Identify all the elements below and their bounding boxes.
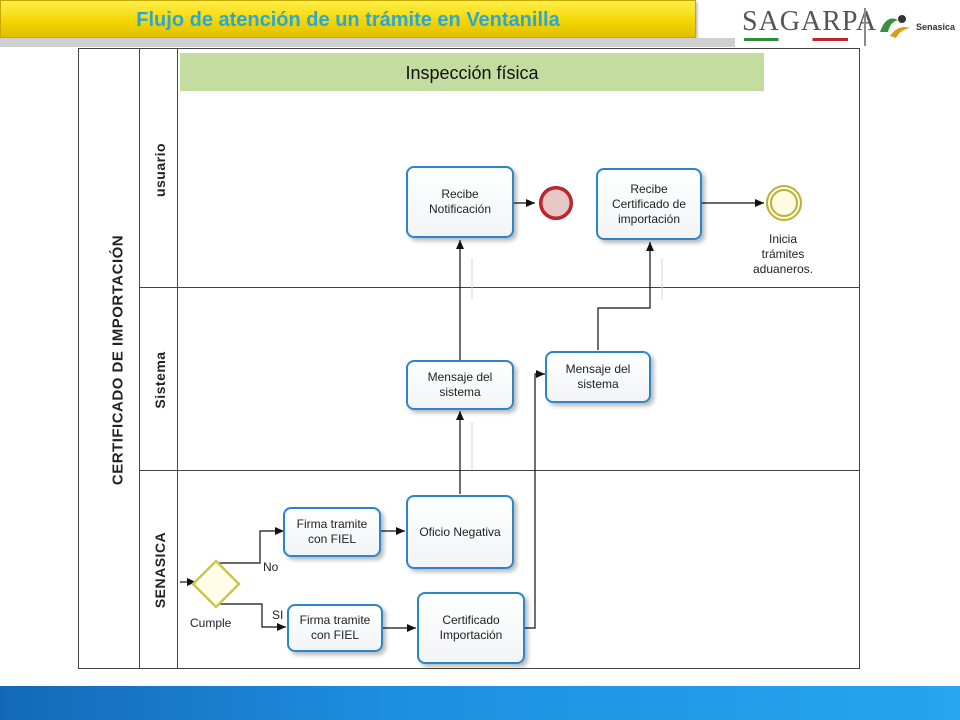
sagarpa-logo: SAGARPA — [742, 6, 878, 37]
logo-separator — [864, 8, 866, 46]
slide-title: Flujo de atención de un trámite en Venta… — [0, 0, 696, 38]
task-mensaje-sistema-1: Mensaje del sistema — [406, 360, 514, 410]
flow-label-si: SI — [272, 608, 284, 622]
task-firma-fiel-si: Firma tramite con FIEL — [287, 604, 383, 652]
flow-label-no: No — [263, 560, 279, 574]
flow-si — [217, 603, 286, 631]
gateway-diamond — [191, 559, 241, 609]
end-event-icon — [539, 186, 573, 220]
section-banner: Inspección física — [180, 53, 764, 91]
flow-no — [217, 527, 284, 564]
title-underline — [0, 38, 735, 47]
gateway-label: Cumple — [190, 616, 232, 630]
lane-divider-1 — [140, 287, 860, 288]
sagarpa-logo-stripe — [744, 38, 848, 41]
task-recibe-notificacion: Recibe Notificación — [406, 166, 514, 238]
end-event-label: Inicia trámites aduaneros. — [752, 232, 814, 276]
footer-bar — [0, 686, 960, 720]
task-firma-fiel-no: Firma tramite con FIEL — [283, 507, 381, 557]
task-certificado-importacion: Certificado Importación — [417, 592, 525, 664]
lane-divider-2 — [140, 470, 860, 471]
task-oficio-negativa: Oficio Negativa — [406, 495, 514, 569]
flow-certificado-mensaje — [524, 370, 545, 629]
terminal-event-icon — [766, 185, 802, 221]
lane-label-strip — [140, 48, 178, 669]
flow-mensaje-certificado — [597, 242, 654, 350]
senasica-logo-text: Senasica — [916, 22, 956, 32]
task-recibe-certificado: Recibe Certificado de importación — [596, 168, 702, 240]
pool-label-strip — [78, 48, 140, 669]
task-mensaje-sistema-2: Mensaje del sistema — [545, 351, 651, 403]
senasica-logo-icon — [880, 15, 910, 38]
logo-area — [735, 0, 960, 52]
